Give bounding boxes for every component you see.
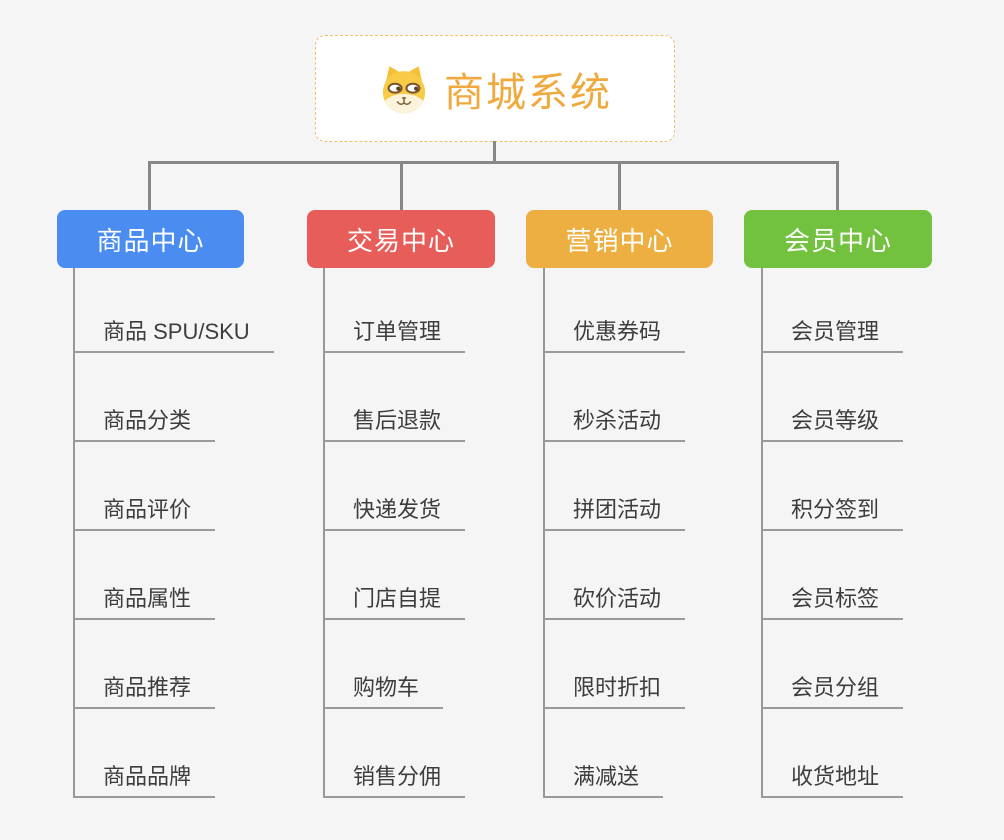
- leaf-node[interactable]: 商品推荐: [73, 676, 216, 709]
- root-node-mall-system[interactable]: 商城系统: [315, 35, 675, 142]
- leaf-node[interactable]: 门店自提: [323, 587, 466, 620]
- leaf-node[interactable]: 会员管理: [761, 320, 904, 353]
- connector-root-stub: [493, 141, 496, 164]
- leaf-node[interactable]: 限时折扣: [543, 676, 686, 709]
- leaf-node[interactable]: 商品分类: [73, 409, 216, 442]
- leaf-node[interactable]: 拼团活动: [543, 498, 686, 531]
- leaf-node[interactable]: 商品评价: [73, 498, 216, 531]
- branch-node-product-center[interactable]: 商品中心: [57, 210, 244, 268]
- connector-drop-2: [400, 161, 403, 210]
- leaf-node[interactable]: 会员等级: [761, 409, 904, 442]
- leaf-node[interactable]: 秒杀活动: [543, 409, 686, 442]
- connector-bus: [148, 161, 839, 164]
- leaf-node[interactable]: 积分签到: [761, 498, 904, 531]
- leaf-node[interactable]: 销售分佣: [323, 765, 466, 798]
- leaf-node[interactable]: 订单管理: [323, 320, 466, 353]
- branch-vertical-line: [73, 268, 75, 798]
- dog-face-icon: [382, 65, 426, 113]
- leaf-node[interactable]: 商品属性: [73, 587, 216, 620]
- leaf-node[interactable]: 收货地址: [761, 765, 904, 798]
- leaf-node[interactable]: 会员分组: [761, 676, 904, 709]
- leaf-node[interactable]: 快递发货: [323, 498, 466, 531]
- leaf-node[interactable]: 满减送: [543, 765, 664, 798]
- branch-node-member-center[interactable]: 会员中心: [744, 210, 932, 268]
- branch-vertical-line: [761, 268, 763, 798]
- connector-drop-3: [618, 161, 621, 210]
- connector-drop-1: [148, 161, 151, 210]
- leaf-node[interactable]: 购物车: [323, 676, 444, 709]
- branch-vertical-line: [543, 268, 545, 798]
- leaf-node[interactable]: 会员标签: [761, 587, 904, 620]
- connector-drop-4: [836, 161, 839, 210]
- branch-node-marketing-center[interactable]: 营销中心: [526, 210, 713, 268]
- root-title: 商城系统: [444, 70, 612, 115]
- leaf-node[interactable]: 商品品牌: [73, 765, 216, 798]
- leaf-node[interactable]: 商品 SPU/SKU: [73, 320, 274, 353]
- branch-node-trade-center[interactable]: 交易中心: [307, 210, 495, 268]
- branch-vertical-line: [323, 268, 325, 798]
- leaf-node[interactable]: 优惠券码: [543, 320, 686, 353]
- leaf-node[interactable]: 砍价活动: [543, 587, 686, 620]
- leaf-node[interactable]: 售后退款: [323, 409, 466, 442]
